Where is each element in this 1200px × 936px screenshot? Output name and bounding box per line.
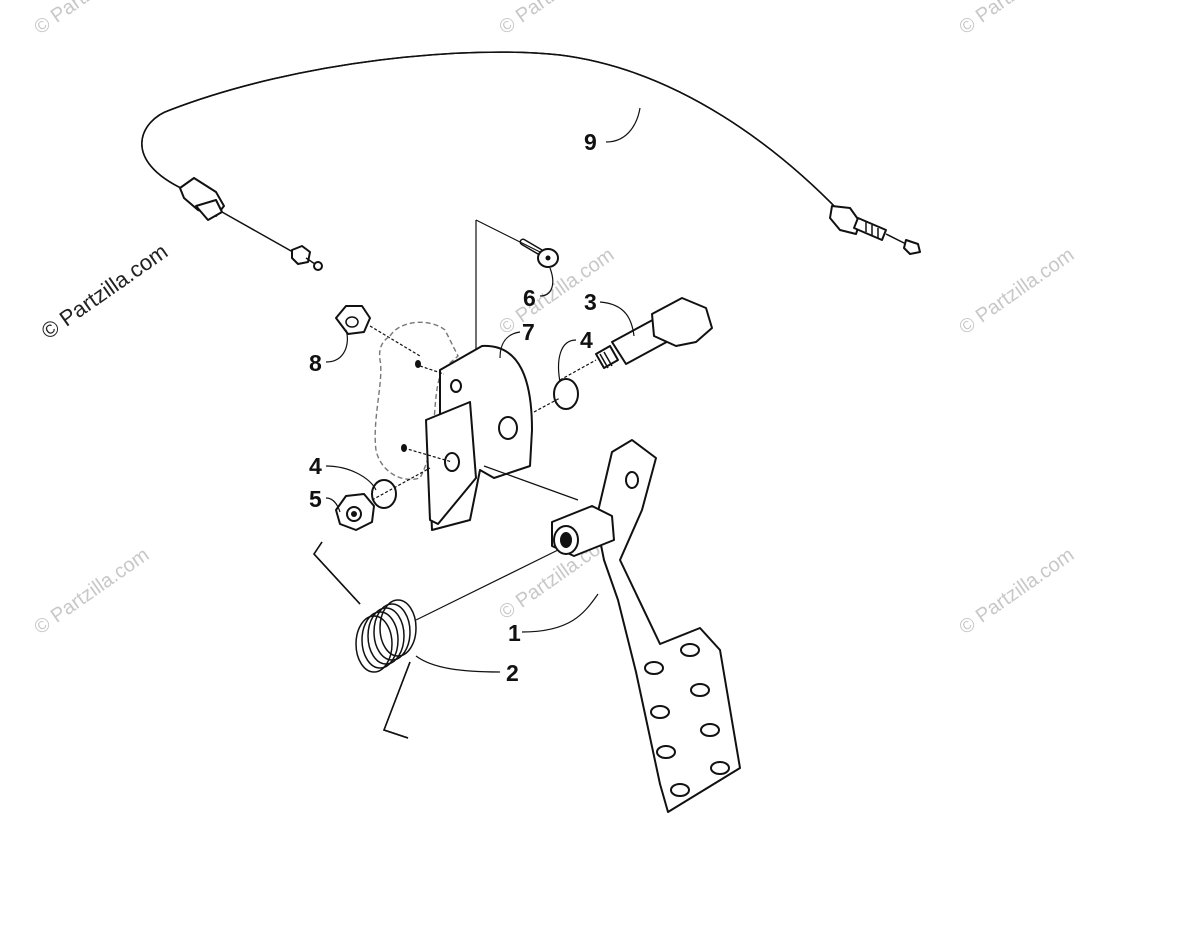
lock-nut-icon [335, 467, 431, 531]
callout-9: 9 [584, 129, 597, 155]
accelerator-pedal-icon [551, 439, 741, 813]
watermark: © Partzilla.com [955, 544, 1078, 639]
pedal-pad-holes [644, 643, 730, 797]
washer-icon [553, 378, 579, 410]
watermark: © Partzilla.com [955, 244, 1078, 339]
throttle-cable-icon [141, 51, 921, 271]
watermark: © Partzilla.com [955, 0, 1078, 39]
shoulder-bolt-icon [559, 297, 713, 381]
mounting-bracket-icon [401, 344, 579, 531]
callout-labels: 9 6 3 7 4 8 4 5 1 2 [309, 129, 597, 686]
watermark: © Partzilla.com [30, 0, 153, 39]
torsion-spring-icon [313, 541, 559, 739]
frame-outline [374, 321, 459, 480]
leader-lines [325, 107, 641, 673]
callout-4a: 4 [580, 327, 593, 353]
watermark: © Partzilla.com [30, 544, 153, 639]
callout-6: 6 [523, 285, 536, 311]
watermark: © Partzilla.com [495, 0, 618, 39]
callout-8: 8 [309, 350, 322, 376]
callout-2: 2 [506, 660, 519, 686]
callout-3: 3 [584, 289, 597, 315]
callout-5: 5 [309, 486, 322, 512]
callout-4b: 4 [309, 453, 322, 479]
flange-nut-icon [335, 305, 421, 357]
watermark-primary: © Partzilla.com [37, 239, 173, 345]
callout-1: 1 [508, 620, 521, 646]
washer-icon [371, 479, 397, 509]
callout-7: 7 [522, 319, 535, 345]
